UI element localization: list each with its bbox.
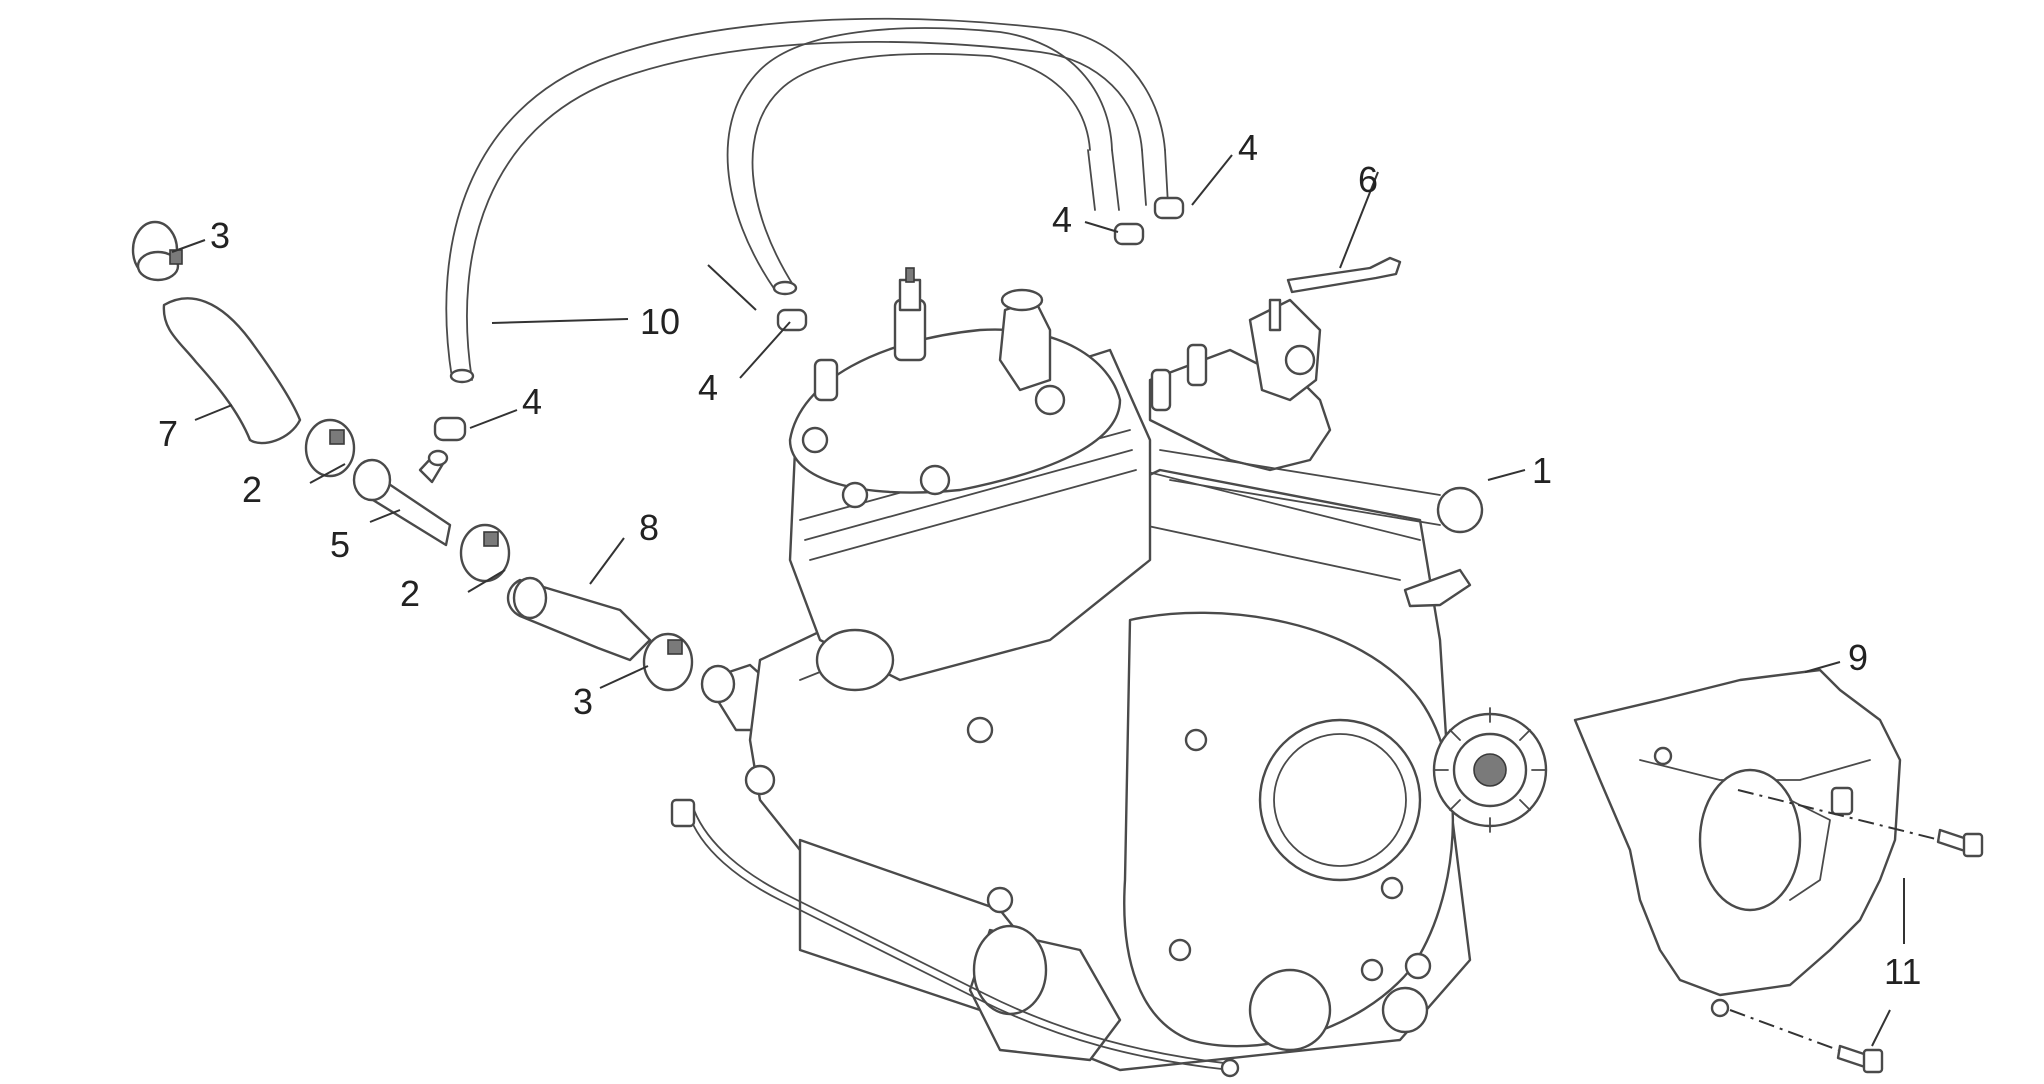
hose-8 bbox=[506, 576, 652, 662]
callout-5: 5 bbox=[330, 524, 350, 565]
hose-clip-4b bbox=[776, 308, 808, 332]
callout-4-right: 4 bbox=[1052, 199, 1072, 240]
hose-clamp-2b bbox=[459, 523, 511, 583]
sprocket-cover-9 bbox=[1573, 668, 1902, 1018]
callout-labels: 1 2 2 3 3 4 4 4 4 5 6 7 8 9 10 11 bbox=[158, 127, 1921, 992]
hose-7 bbox=[162, 297, 302, 445]
hose-clip-4d bbox=[1153, 196, 1185, 220]
callout-8: 8 bbox=[639, 507, 659, 548]
callout-9: 9 bbox=[1848, 637, 1868, 678]
hose-clamp-3a bbox=[131, 220, 183, 282]
screw-axis-line-b bbox=[1729, 1009, 1839, 1051]
wiring-cable bbox=[670, 798, 1240, 1078]
callout-2-lower: 2 bbox=[400, 573, 420, 614]
callout-6: 6 bbox=[1358, 159, 1378, 200]
bracket-6 bbox=[1286, 256, 1402, 294]
front-sprocket bbox=[1432, 707, 1548, 833]
tee-fitting-5 bbox=[352, 449, 452, 547]
callout-3-lower: 3 bbox=[573, 681, 593, 722]
engine-assembly-1 bbox=[744, 267, 1484, 1072]
breather-hose-10 bbox=[445, 17, 1169, 384]
screw-11b bbox=[1836, 1044, 1884, 1074]
screw-11a bbox=[1936, 828, 1984, 858]
hose-clamp-3b bbox=[642, 632, 694, 692]
leader-lines bbox=[171, 154, 1905, 1047]
callout-1: 1 bbox=[1532, 450, 1552, 491]
callout-7: 7 bbox=[158, 413, 178, 454]
callout-4-right-top: 4 bbox=[1238, 127, 1258, 168]
callout-3-upper: 3 bbox=[210, 215, 230, 256]
hose-clamp-2a bbox=[304, 418, 356, 478]
callout-10: 10 bbox=[640, 301, 680, 342]
hose-clip-4c bbox=[1113, 222, 1145, 246]
callout-4-left: 4 bbox=[522, 381, 542, 422]
callout-4-center: 4 bbox=[698, 367, 718, 408]
callout-11: 11 bbox=[1884, 951, 1921, 992]
hose-clip-4a bbox=[433, 416, 467, 442]
screw-axis-line-a bbox=[1737, 789, 1941, 841]
callout-2-upper: 2 bbox=[242, 469, 262, 510]
